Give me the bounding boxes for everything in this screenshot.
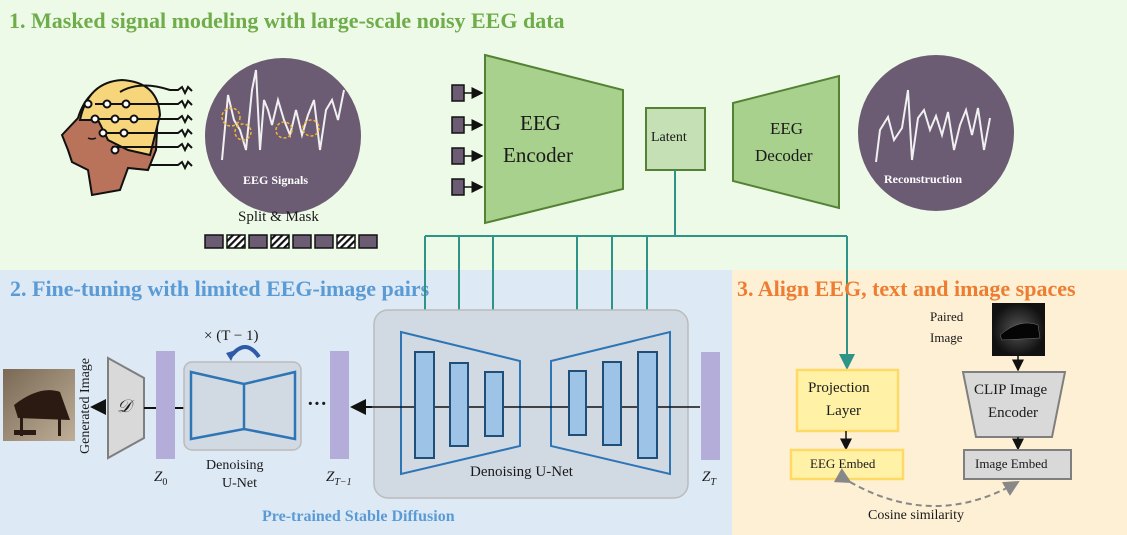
eeg-signals-label: EEG Signals — [243, 173, 309, 187]
latent-box — [645, 107, 706, 171]
split-mask-label: Split & Mask — [238, 209, 319, 225]
unet-container — [373, 309, 689, 499]
mask-highlight-circles — [221, 107, 320, 141]
reconstruction-label: Reconstruction — [884, 172, 962, 186]
decoder-label-line1: EEG — [770, 119, 804, 138]
vae-decoder — [107, 356, 145, 460]
projection-layer-box — [795, 368, 900, 433]
stage1-title: 1. Masked signal modeling with large-sca… — [9, 8, 565, 33]
pretrained-sd-label: Pre-trained Stable Diffusion — [262, 508, 455, 525]
paired-image — [992, 303, 1045, 356]
masked-token — [270, 234, 290, 249]
encoder-label-line2: Encoder — [503, 143, 573, 167]
unet-label: Denoising U-Net — [470, 464, 573, 480]
eeg-waveform — [221, 69, 345, 161]
mask-token-strip — [204, 234, 378, 249]
small-unet-label-line1: Denoising — [206, 458, 264, 473]
stage3-title: 3. Align EEG, text and image spaces — [737, 276, 1076, 301]
eeg-decoder — [732, 74, 840, 210]
encoder-input-patches — [451, 84, 484, 196]
cosine-similarity-label: Cosine similarity — [868, 508, 965, 523]
zt-latent-bar — [701, 352, 720, 460]
generated-image — [3, 369, 75, 441]
head-eeg-cap-icon — [60, 78, 193, 197]
cosine-similarity-arrow — [833, 468, 1020, 507]
clip-label-line1: CLIP Image — [974, 382, 1048, 398]
masked-token — [336, 234, 356, 249]
unet-encoder-side — [400, 330, 521, 476]
reconstruction-circle — [858, 55, 1014, 211]
paired-image-label-line1: Paired — [930, 309, 964, 324]
paired-image-label-line2: Image — [930, 330, 963, 345]
projection-label-line1: Projection — [808, 380, 870, 396]
repeat-loop-arrow — [230, 345, 261, 359]
unet-feature-blocks — [414, 351, 658, 459]
visible-token — [248, 234, 268, 249]
generated-image-label: Generated Image — [78, 358, 93, 454]
visible-token — [358, 234, 378, 249]
small-unet-label-line2: U-Net — [222, 476, 257, 491]
visible-token — [314, 234, 334, 249]
latent-label: Latent — [651, 130, 687, 145]
projection-label-line2: Layer — [826, 403, 861, 419]
small-unet-box — [183, 361, 302, 451]
repeat-label: × (T − 1) — [204, 328, 259, 344]
unet-decoder-side — [550, 330, 671, 476]
eeg-signals-circle — [205, 58, 361, 214]
visible-token — [204, 234, 224, 249]
small-unet-shape — [189, 370, 297, 441]
vae-decoder-symbol: 𝒟 — [117, 396, 132, 416]
eeg-encoder — [484, 53, 624, 225]
image-embed-label: Image Embed — [975, 456, 1048, 471]
visible-token — [292, 234, 312, 249]
decoder-label-line2: Decoder — [755, 146, 813, 165]
latent-connectors — [417, 170, 855, 374]
z0-label: Z0 — [154, 469, 168, 488]
zt-label: ZT — [702, 469, 716, 488]
eeg-embed-label: EEG Embed — [810, 456, 876, 471]
ellipsis: ··· — [307, 393, 328, 415]
encoder-label-line1: EEG — [520, 111, 561, 135]
zt-minus-1-label: ZT−1 — [326, 469, 352, 488]
clip-label-line2: Encoder — [988, 405, 1038, 421]
masked-token — [226, 234, 246, 249]
clip-image-encoder — [961, 371, 1067, 438]
stage2-title: 2. Fine-tuning with limited EEG-image pa… — [10, 276, 430, 301]
zt-minus-1-latent-bar — [330, 351, 349, 459]
z0-latent-bar — [156, 351, 175, 459]
